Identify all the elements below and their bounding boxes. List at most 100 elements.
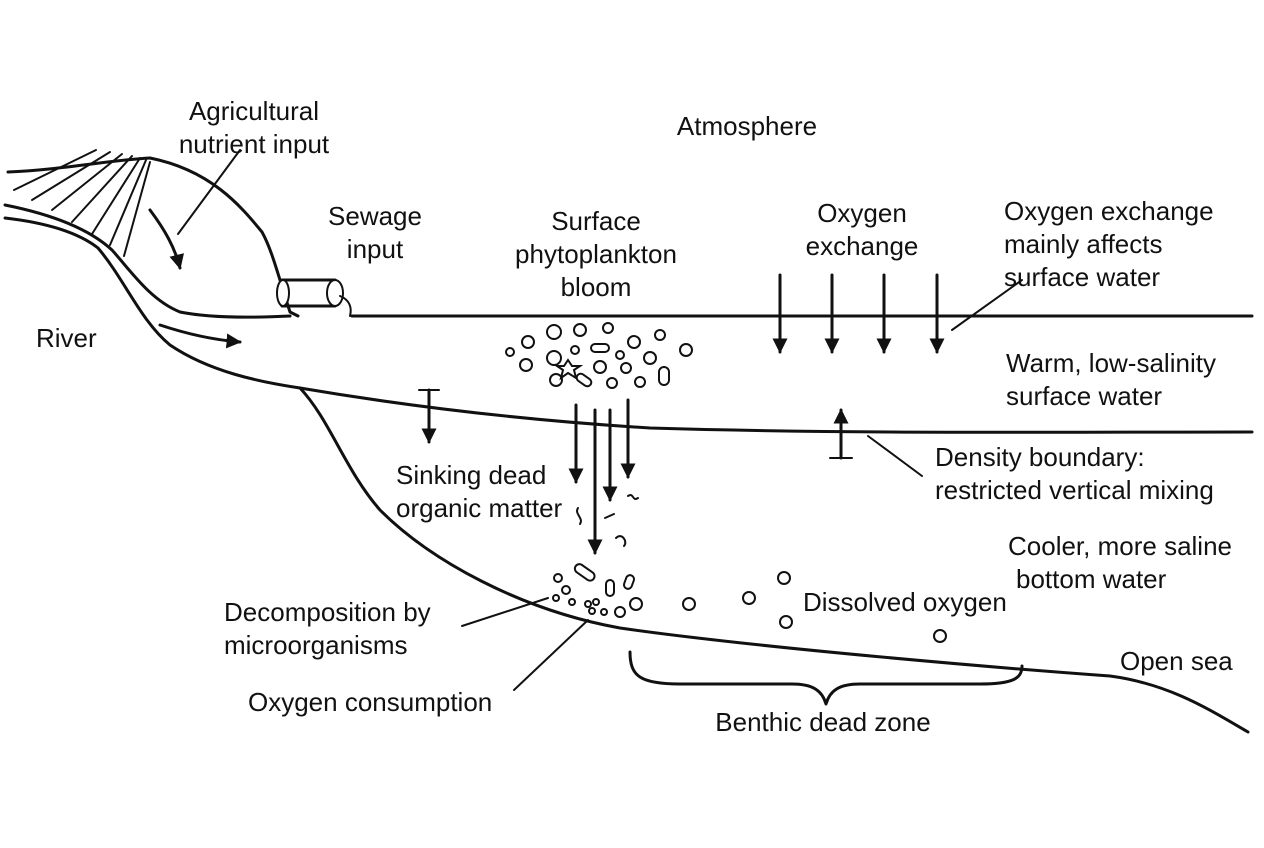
field-furrow — [51, 153, 123, 211]
sewage-label-line2: input — [347, 234, 404, 264]
sea-floor — [298, 386, 1250, 734]
warm-water-label-line2: surface water — [1006, 381, 1162, 411]
oxygen-bubble — [682, 597, 696, 611]
plankton-cell — [546, 350, 562, 366]
cool-water-label-line2: bottom water — [1016, 564, 1167, 594]
agri-leader-line — [177, 149, 241, 235]
lower-river-bank — [3, 216, 302, 390]
plankton-cell — [519, 358, 533, 372]
density-leader-line — [867, 435, 923, 477]
plankton-cell — [593, 360, 607, 374]
decomposition-label-line1: Decomposition by — [224, 597, 431, 627]
upper-river-bank — [6, 156, 300, 318]
decomposition-label-line2: microorganisms — [224, 630, 408, 660]
sewage-label-line1: Sewage — [328, 201, 422, 231]
dissolved-oxygen-bubbles — [682, 571, 947, 643]
microbe — [553, 573, 563, 583]
river-banks — [3, 156, 1250, 734]
plankton-cell — [602, 322, 614, 334]
field-furrow — [123, 161, 151, 257]
density-label-line1: Density boundary: — [935, 442, 1145, 472]
detritus-particle — [615, 535, 627, 547]
runoff-arrow — [148, 208, 184, 270]
oxygen-affects-label-line2: mainly affects — [1004, 229, 1162, 259]
oxygen-exchange-arrows — [772, 273, 1023, 354]
microbe — [614, 606, 626, 618]
plankton-cell — [654, 329, 666, 341]
oxygen-consumption-label: Oxygen consumption — [248, 687, 492, 717]
left-outer-bank — [3, 203, 292, 319]
plankton-cell — [570, 345, 580, 355]
detritus-particle — [627, 494, 639, 500]
decomposition-cluster — [552, 563, 643, 618]
plankton-cell — [615, 350, 625, 360]
microbe — [552, 594, 560, 602]
open-sea-label: Open sea — [1120, 646, 1233, 676]
field-furrow — [109, 159, 147, 246]
density-label-line2: restricted vertical mixing — [935, 475, 1214, 505]
sinking-label-line2: organic matter — [396, 493, 563, 523]
oxygen-bubble — [779, 615, 793, 629]
agricultural-field — [13, 149, 151, 257]
plankton-cell — [546, 324, 562, 340]
field-furrow — [31, 151, 111, 201]
field-furrow — [71, 155, 133, 223]
oxygen-exchange-label-line1: Oxygen — [817, 198, 907, 228]
plankton-cell — [521, 335, 535, 349]
plankton-cell — [590, 343, 610, 353]
phytoplankton-bloom — [505, 322, 693, 389]
plankton-cell — [575, 372, 593, 388]
plankton-cell — [549, 373, 563, 387]
microbe — [573, 563, 596, 582]
oxygen-bubble — [742, 591, 756, 605]
river-label: River — [36, 323, 97, 353]
field-furrow — [91, 157, 141, 235]
microbe — [592, 598, 600, 606]
river-flow-arrow — [158, 323, 242, 349]
microbe — [584, 600, 592, 608]
plankton-cell — [606, 377, 618, 389]
pipe-end — [276, 279, 290, 307]
detritus-particle — [604, 513, 615, 519]
plankton-cell — [620, 362, 632, 374]
oxygen-affects-label-line3: surface water — [1004, 262, 1160, 292]
microbe — [600, 608, 608, 616]
plankton-cell — [658, 366, 670, 386]
plankton-cell — [573, 323, 587, 337]
plankton-cell — [643, 351, 657, 365]
plankton-cell — [679, 343, 693, 357]
pipe-body — [280, 278, 337, 308]
sinking-arrows — [568, 398, 639, 555]
agricultural-label-line1: Agricultural — [189, 96, 319, 126]
dissolved-oxygen-label: Dissolved oxygen — [803, 587, 1007, 617]
field-furrow — [13, 149, 97, 191]
oxygen-consumption-leader-line — [513, 619, 589, 691]
dead-zone-label: Benthic dead zone — [715, 707, 930, 737]
plankton-cell — [634, 376, 646, 388]
oxygen-affects-label-line1: Oxygen exchange — [1004, 196, 1214, 226]
agricultural-label-line2: nutrient input — [179, 129, 330, 159]
sinking-label-line1: Sinking dead — [396, 460, 546, 490]
oxygen-bubble — [933, 629, 947, 643]
bloom-label-line3: bloom — [561, 272, 632, 302]
bloom-label-line1: Surface — [551, 206, 641, 236]
microbe — [568, 598, 576, 606]
sewage-flow — [339, 295, 352, 317]
microbe — [605, 579, 615, 597]
star-shaped-plankton — [553, 358, 584, 381]
oxygen-exchange-label-line2: exchange — [806, 231, 919, 261]
microbe — [622, 574, 636, 590]
dead-zone-brace — [628, 650, 1024, 706]
restricted-mixing-symbols — [418, 388, 923, 477]
microbe — [561, 585, 571, 595]
decomposition-leader-line — [461, 597, 549, 627]
atmosphere-label: Atmosphere — [677, 111, 817, 141]
bloom-label-line2: phytoplankton — [515, 239, 677, 269]
density-boundary-line — [298, 386, 1254, 434]
plankton-cell — [505, 347, 515, 357]
oxygen-bubble — [629, 597, 643, 611]
pipe-outlet — [326, 279, 344, 307]
cool-water-label-line1: Cooler, more saline — [1008, 531, 1232, 561]
